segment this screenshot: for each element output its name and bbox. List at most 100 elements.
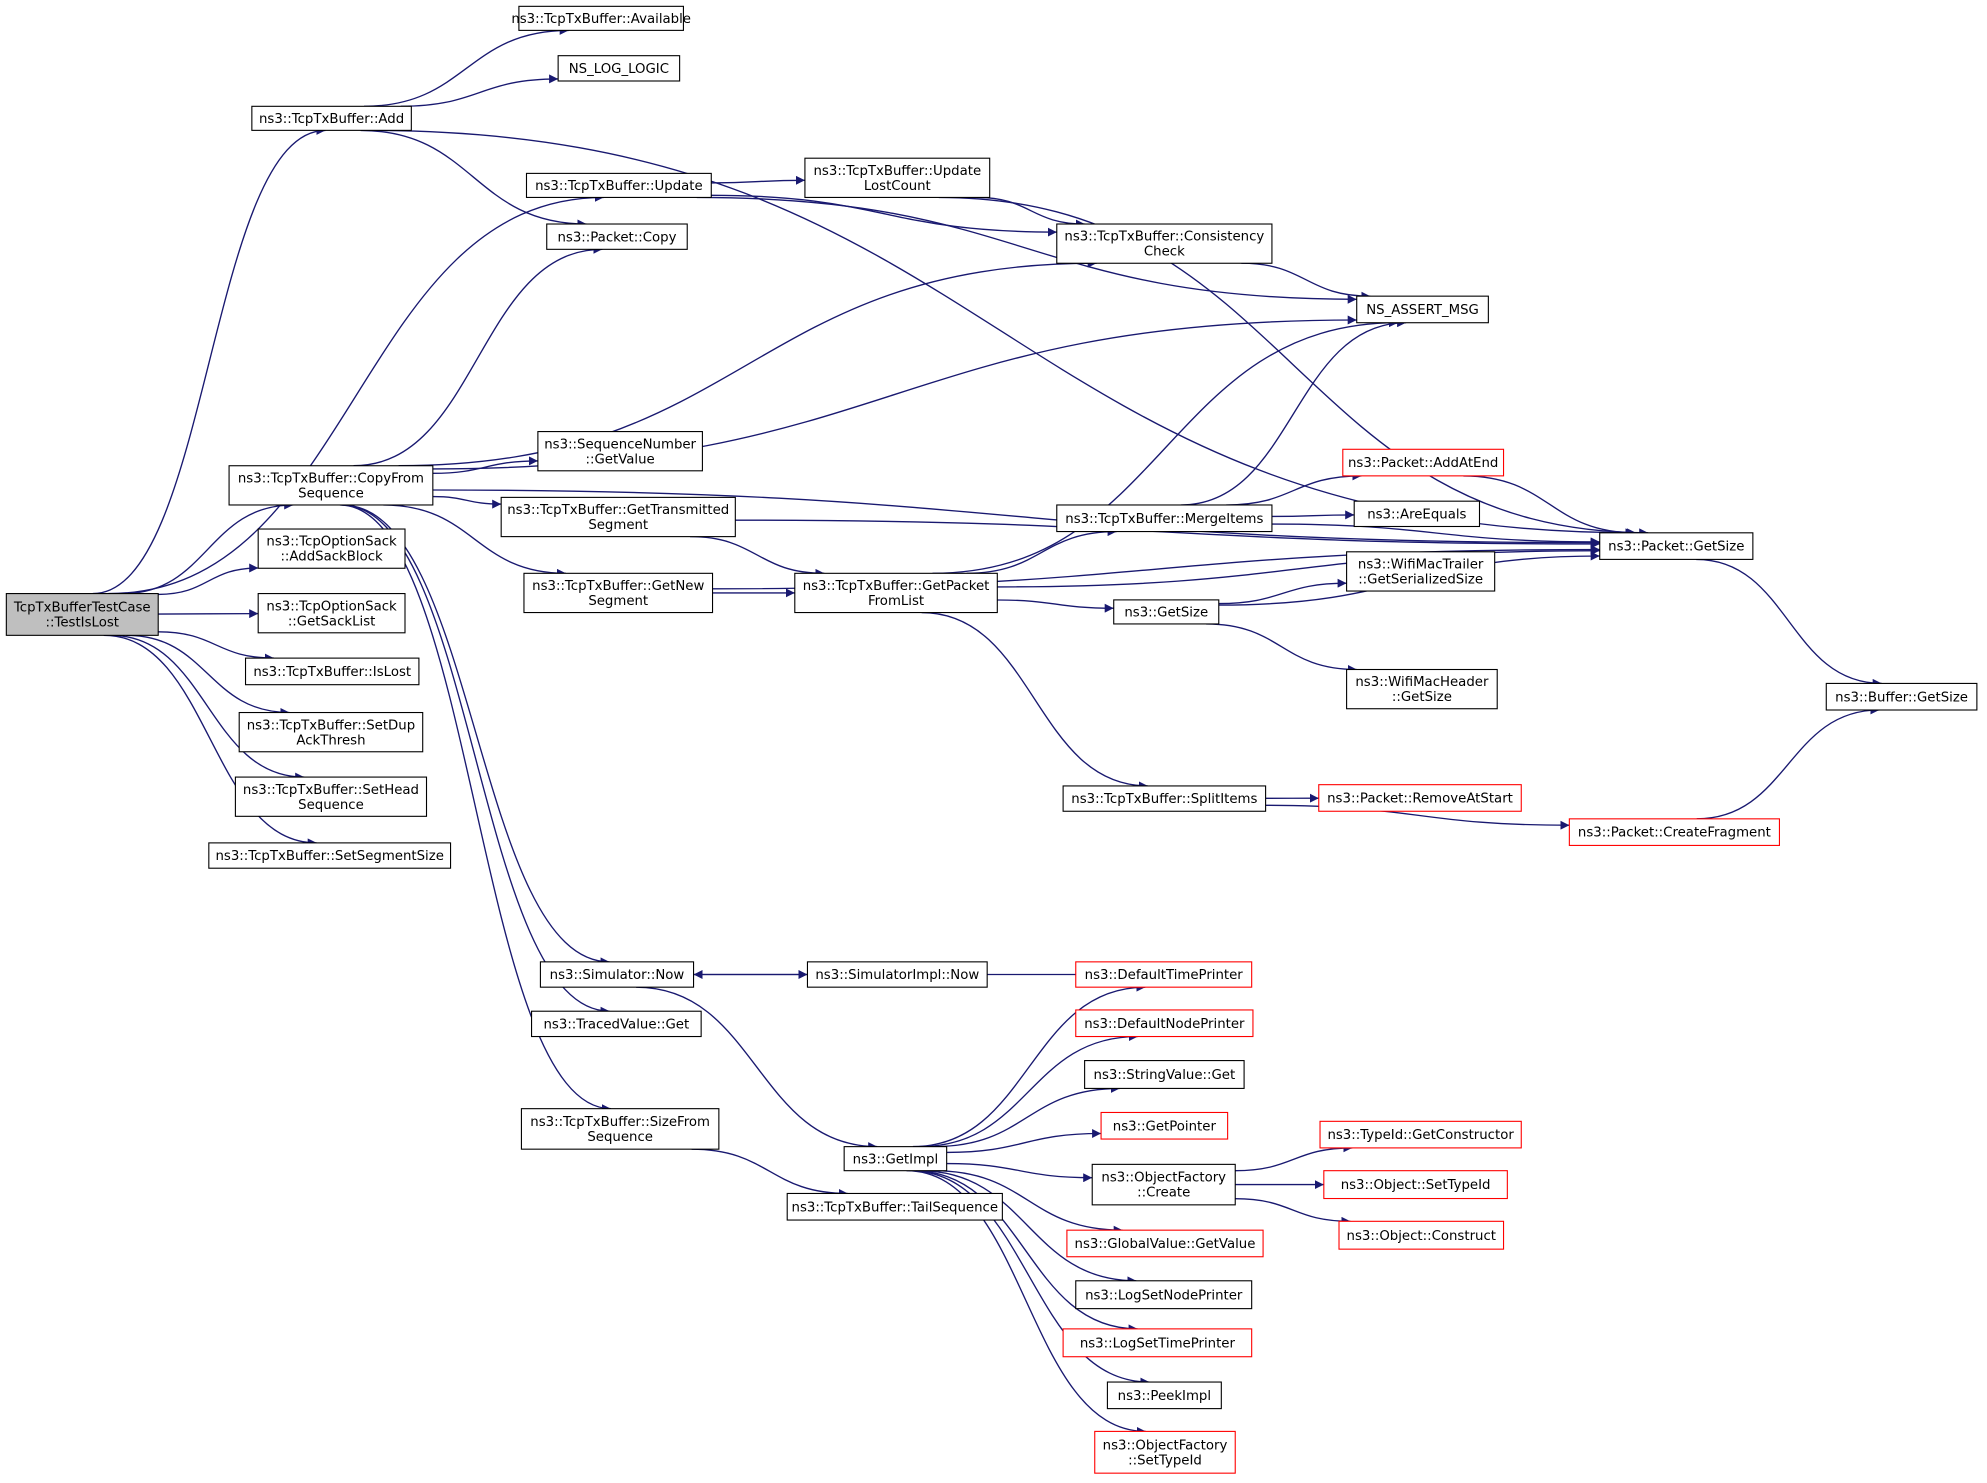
edge-getimpl-to-defnode bbox=[919, 1032, 1139, 1148]
node-remstart[interactable]: ns3::Packet::RemoveAtStart bbox=[1318, 784, 1522, 812]
node-box bbox=[843, 1146, 948, 1172]
edge-copyfrom-to-getnew bbox=[383, 504, 566, 578]
node-box bbox=[1318, 784, 1522, 812]
node-label: ns3::ObjectFactory bbox=[1103, 1438, 1228, 1453]
node-addend[interactable]: ns3::Packet::AddAtEnd bbox=[1342, 448, 1505, 477]
node-available[interactable]: ns3::TcpTxBuffer::Available bbox=[511, 5, 691, 31]
node-box bbox=[1342, 448, 1505, 477]
edge-updlost-to-consist bbox=[976, 196, 1085, 229]
node-getptr[interactable]: ns3::GetPointer bbox=[1100, 1111, 1229, 1140]
edge-getimpl-to-peek bbox=[909, 1170, 1150, 1387]
node-strget[interactable]: ns3::StringValue::Get bbox=[1084, 1060, 1245, 1089]
node-label: ::GetValue bbox=[586, 452, 655, 467]
node-objconstruct[interactable]: ns3::Object::Construct bbox=[1338, 1220, 1505, 1250]
node-box bbox=[523, 572, 714, 614]
node-box bbox=[1599, 532, 1754, 560]
node-box bbox=[804, 157, 991, 198]
node-objsettype[interactable]: ns3::Object::SetTypeId bbox=[1323, 1170, 1508, 1200]
edge-getimpl-to-deftime bbox=[912, 982, 1146, 1148]
node-nslog[interactable]: NS_LOG_LOGIC bbox=[557, 55, 681, 82]
node-box bbox=[228, 465, 434, 506]
node-label: ns3::TcpTxBuffer::TailSequence bbox=[792, 1200, 999, 1215]
node-pcopy[interactable]: ns3::Packet::Copy bbox=[546, 223, 688, 250]
node-defnode[interactable]: ns3::DefaultNodePrinter bbox=[1075, 1009, 1254, 1038]
node-box bbox=[238, 711, 424, 753]
node-tailseq[interactable]: ns3::TcpTxBuffer::TailSequence bbox=[786, 1192, 1003, 1221]
node-label: ns3::TcpTxBuffer::CopyFrom bbox=[238, 471, 424, 486]
node-box bbox=[794, 572, 998, 614]
edge-getpkt-to-merge bbox=[966, 527, 1117, 574]
node-split[interactable]: ns3::TcpTxBuffer::SplitItems bbox=[1062, 785, 1267, 812]
edge-createfrag-to-bgetsize bbox=[1696, 705, 1880, 820]
node-pgetsize[interactable]: ns3::Packet::GetSize bbox=[1599, 532, 1754, 560]
node-add[interactable]: ns3::TcpTxBuffer::Add bbox=[251, 105, 412, 131]
node-label: ns3::Packet::CreateFragment bbox=[1578, 826, 1771, 841]
edge-add-to-nslog bbox=[400, 74, 559, 107]
node-ofsettype[interactable]: ns3::ObjectFactory::SetTypeId bbox=[1094, 1430, 1236, 1474]
node-box bbox=[1356, 295, 1489, 324]
node-typeidctor[interactable]: ns3::TypeId::GetConstructor bbox=[1319, 1120, 1522, 1149]
node-simnow[interactable]: ns3::Simulator::Now bbox=[539, 961, 695, 988]
node-label: ns3::GetImpl bbox=[853, 1152, 938, 1167]
node-getsize[interactable]: ns3::GetSize bbox=[1113, 599, 1220, 625]
node-label: ns3::WifiMacHeader bbox=[1355, 675, 1489, 690]
node-deftime[interactable]: ns3::DefaultTimePrinter bbox=[1075, 961, 1253, 988]
node-label: Check bbox=[1144, 245, 1185, 260]
node-update[interactable]: ns3::TcpTxBuffer::Update bbox=[525, 172, 712, 198]
node-wifihdr[interactable]: ns3::WifiMacHeader::GetSize bbox=[1346, 668, 1498, 710]
edge-root-to-add bbox=[92, 125, 326, 595]
node-assert[interactable]: NS_ASSERT_MSG bbox=[1356, 295, 1489, 324]
node-box bbox=[1066, 1229, 1264, 1258]
node-sacklist[interactable]: ns3::TcpOptionSack::GetSackList bbox=[257, 593, 406, 634]
node-box bbox=[1056, 223, 1273, 264]
edge-objcreate-to-typeidctor bbox=[1235, 1143, 1353, 1172]
node-label: ::SetTypeId bbox=[1128, 1453, 1202, 1468]
node-addsack[interactable]: ns3::TcpOptionSack::AddSackBlock bbox=[257, 528, 406, 569]
node-simimplnow[interactable]: ns3::SimulatorImpl::Now bbox=[806, 961, 988, 988]
node-label: ns3::TcpOptionSack bbox=[266, 535, 397, 550]
edge-add-to-available bbox=[363, 25, 569, 107]
node-tracedget[interactable]: ns3::TracedValue::Get bbox=[531, 1010, 702, 1038]
node-label: TcpTxBufferTestCase bbox=[13, 601, 151, 616]
edge-pgetsize-to-bgetsize bbox=[1696, 558, 1882, 688]
node-box bbox=[546, 223, 688, 250]
node-box bbox=[525, 172, 712, 198]
node-createfrag[interactable]: ns3::Packet::CreateFragment bbox=[1568, 818, 1780, 846]
edge-root-to-update bbox=[108, 192, 604, 595]
node-lognode[interactable]: ns3::LogSetNodePrinter bbox=[1075, 1280, 1253, 1310]
edge-consist-to-assert bbox=[1241, 262, 1371, 301]
edge-getimpl-to-logtime bbox=[912, 1170, 1138, 1334]
node-peek[interactable]: ns3::PeekImpl bbox=[1106, 1381, 1222, 1410]
node-globget[interactable]: ns3::GlobalValue::GetValue bbox=[1066, 1229, 1264, 1258]
edge-root-to-sethead bbox=[110, 634, 305, 782]
node-getimpl[interactable]: ns3::GetImpl bbox=[843, 1146, 948, 1172]
node-label: ::GetSackList bbox=[288, 614, 376, 629]
node-setseg[interactable]: ns3::TcpTxBuffer::SetSegmentSize bbox=[208, 842, 452, 869]
node-box bbox=[531, 1010, 702, 1038]
node-areeq[interactable]: ns3::AreEquals bbox=[1353, 500, 1481, 528]
node-label: Sequence bbox=[298, 798, 364, 813]
node-label: ns3::Packet::Copy bbox=[557, 230, 676, 245]
node-label: ns3::StringValue::Get bbox=[1094, 1068, 1236, 1083]
node-seqget[interactable]: ns3::SequenceNumber::GetValue bbox=[537, 431, 703, 472]
node-logtime[interactable]: ns3::LogSetTimePrinter bbox=[1062, 1328, 1253, 1358]
node-label: ns3::GetPointer bbox=[1113, 1119, 1217, 1134]
node-root[interactable]: TcpTxBufferTestCase::TestIsLost bbox=[5, 593, 159, 636]
node-merge[interactable]: ns3::TcpTxBuffer::MergeItems bbox=[1056, 504, 1273, 533]
node-wifitrailer[interactable]: ns3::WifiMacTrailer::GetSerializedSize bbox=[1346, 551, 1496, 592]
node-islost[interactable]: ns3::TcpTxBuffer::IsLost bbox=[244, 657, 420, 686]
node-bgetsize[interactable]: ns3::Buffer::GetSize bbox=[1825, 682, 1978, 711]
node-label: NS_LOG_LOGIC bbox=[569, 62, 669, 77]
node-objcreate[interactable]: ns3::ObjectFactory::Create bbox=[1091, 1163, 1236, 1206]
edge-getpkt-to-getsize bbox=[997, 599, 1114, 613]
